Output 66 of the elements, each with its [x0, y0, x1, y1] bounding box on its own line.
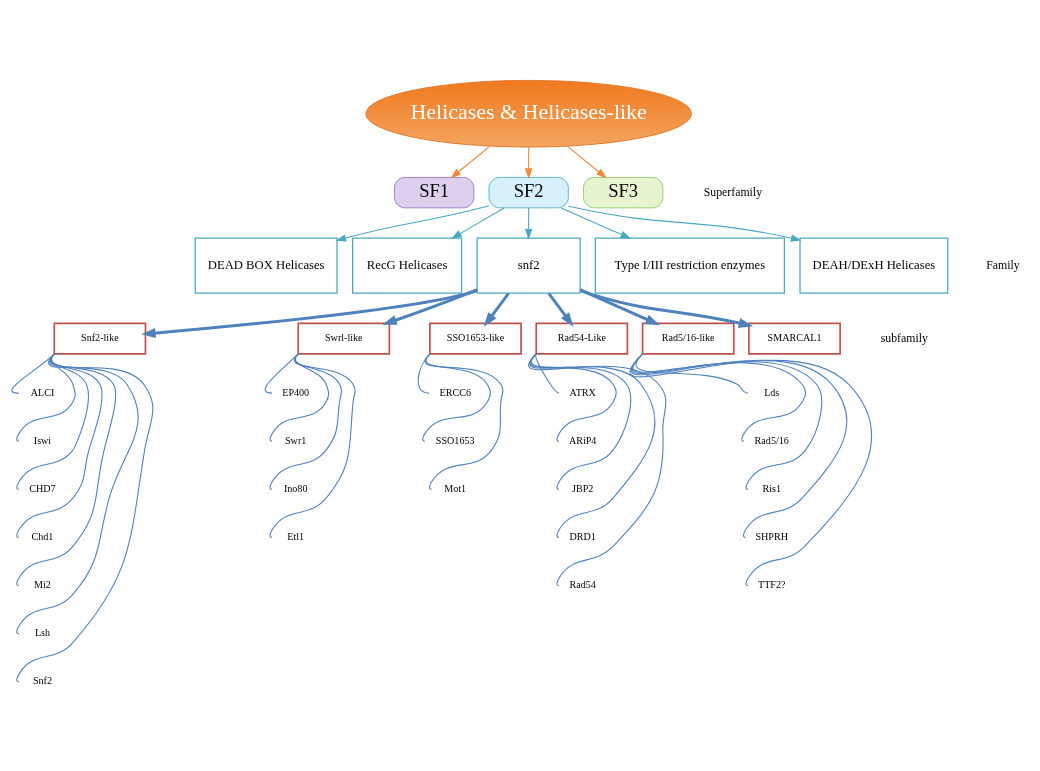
node-text: Mi2 [34, 579, 51, 591]
node-box: Rad5/16-like [641, 322, 735, 355]
node-box: SSO1653-like [429, 322, 522, 355]
node-box: Type I/III restriction enzymes [594, 237, 786, 294]
node-box: SF1 [394, 177, 475, 209]
node-box: Swrl-like [297, 322, 391, 355]
connector [424, 353, 504, 490]
node-text: Ino80 [283, 482, 308, 494]
node-text: Etl1 [287, 531, 305, 543]
connector [535, 353, 560, 394]
arrow [335, 205, 490, 242]
node-text: Swr1 [285, 434, 307, 446]
node-text: JBP2 [571, 482, 594, 494]
node-text: CHD7 [29, 482, 56, 494]
node-box: Rad54-Like [535, 322, 629, 355]
connector [630, 353, 873, 587]
arrow [579, 288, 660, 326]
node-text: ARiP4 [568, 434, 597, 446]
node-text: EP400 [282, 386, 310, 398]
node-text: DRD1 [569, 531, 596, 543]
node-text: ERCC6 [439, 386, 471, 398]
arrow [524, 146, 533, 180]
label: Superfamily [703, 184, 763, 199]
node-text: Iswi [33, 434, 52, 446]
connector [530, 353, 617, 442]
node-box: SF3 [583, 177, 664, 209]
node-box: snf2 [476, 237, 581, 294]
arrow [382, 288, 478, 325]
arrow [524, 207, 533, 240]
node-text: ALCI [30, 386, 55, 398]
node-text: Chd1 [31, 531, 54, 543]
arrow [560, 207, 632, 239]
connector [530, 353, 632, 490]
label: subfamily [880, 330, 928, 345]
connector [529, 353, 656, 538]
arrow [450, 145, 491, 179]
arrow [483, 292, 510, 327]
node-box: DEAD BOX Helicases [194, 237, 338, 294]
connector [16, 353, 154, 683]
node-ellipse: Helicases & Helicases-like [365, 79, 692, 148]
node-box: SF2 [488, 177, 569, 209]
node-text: Mot1 [444, 482, 467, 494]
arrow [547, 292, 574, 327]
node-box: Snf2-like [53, 322, 147, 355]
node-text: Rad54 [569, 579, 596, 591]
connector [269, 353, 356, 538]
node-box: SMARCAL1 [748, 322, 841, 355]
node-text: SSO1653 [435, 434, 475, 446]
arrow [579, 289, 754, 328]
node-text: Snf2 [32, 675, 53, 687]
arrow [567, 205, 802, 242]
node-box: RecG Helicases [352, 237, 463, 294]
node-text: SHPRH [755, 531, 789, 543]
node-text: Lsh [34, 627, 51, 639]
connector [528, 353, 667, 587]
node-text: Lds [764, 386, 780, 398]
connector [269, 353, 342, 490]
node-text: TTF2? [757, 579, 786, 591]
arrow [451, 207, 505, 239]
arrow [141, 289, 478, 339]
node-text: ATRX [569, 386, 596, 398]
arrow [566, 145, 607, 179]
label: Family [986, 257, 1020, 272]
node-text: Ris1 [762, 482, 782, 494]
node-text: Rad5/16 [754, 434, 789, 446]
node-box: DEAH/DExH Helicases [799, 237, 949, 294]
